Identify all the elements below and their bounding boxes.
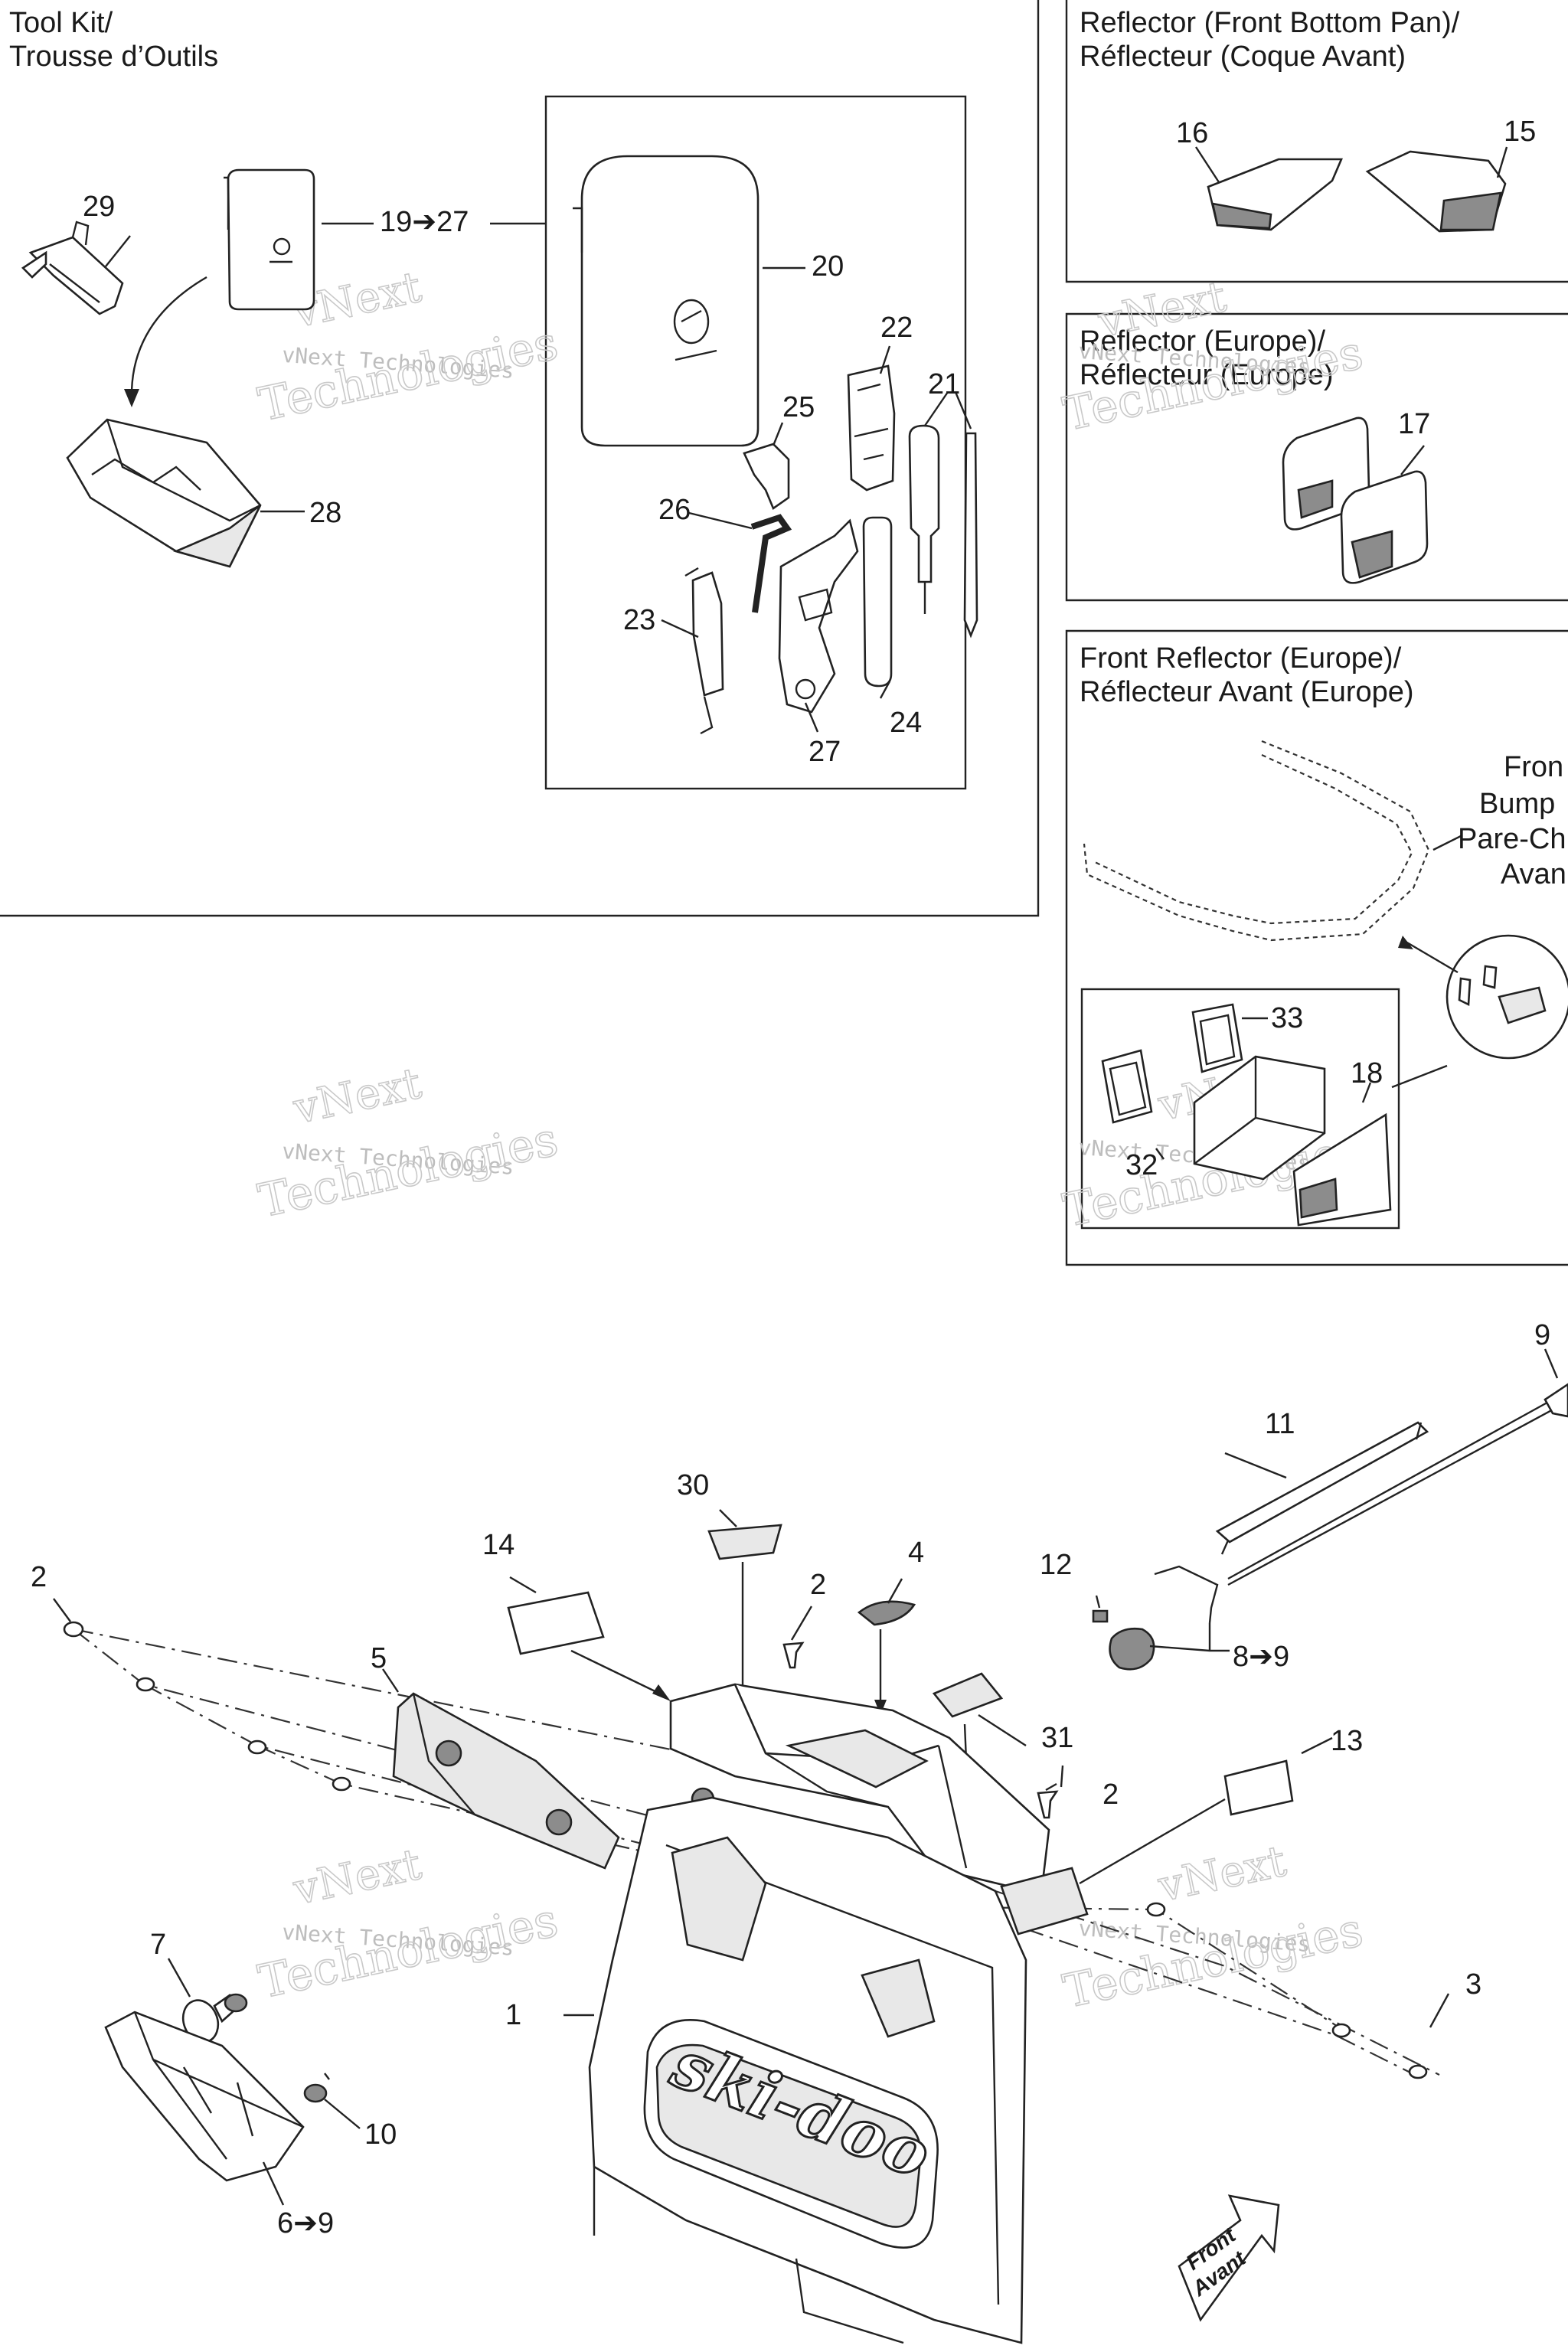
front-reflector-inner-frame <box>1080 988 1400 1230</box>
callout-24: 24 <box>890 707 922 739</box>
callout-23: 23 <box>623 604 655 636</box>
callout-5: 5 <box>371 1642 387 1674</box>
watermark-2: vNext vNext Technologies Technologies <box>1058 271 1368 442</box>
panel-frames <box>0 0 1568 1266</box>
bracket-32 <box>1101 1049 1153 1124</box>
part-12-nut <box>1092 1609 1109 1623</box>
part-29-clip <box>21 220 124 315</box>
tool-kit-parts <box>21 155 978 735</box>
callout-8-9: 8➔9 <box>1233 1641 1289 1673</box>
front-reflector-europe-title: Front Reflector (Europe)/Réflecteur Avan… <box>1080 642 1414 709</box>
callout-25: 25 <box>782 391 815 423</box>
part-19-pouch-small <box>224 168 315 311</box>
part-6-light-housing <box>104 2011 305 2206</box>
front-bumper-label-line3: Pare-Ch <box>1458 823 1566 855</box>
callout-33: 33 <box>1271 1002 1303 1034</box>
part-23-wrench <box>684 567 724 735</box>
part-24-loop <box>862 516 893 688</box>
svg-text:vNext: vNext <box>1154 1836 1291 1912</box>
part-22-socket <box>847 364 896 492</box>
part-28-holder <box>66 418 262 568</box>
callout-16: 16 <box>1176 117 1208 149</box>
svg-text:vNext: vNext <box>289 1840 426 1916</box>
front-reflector-europe-title-line2: Réflecteur Avant (Europe) <box>1080 676 1414 708</box>
main-assembly: ski-doo <box>53 1348 1568 2344</box>
callout-29: 29 <box>83 191 115 223</box>
svg-text:vNext: vNext <box>289 1059 426 1135</box>
callout-21: 21 <box>928 368 960 400</box>
callout-2-left: 2 <box>31 1561 47 1593</box>
part-26-allen-key <box>750 514 792 613</box>
part-14-decal <box>507 1591 605 1655</box>
reflector-front-bottom-pan-title: Reflector (Front Bottom Pan)/Réflecteur … <box>1080 6 1459 74</box>
callout-2-right: 2 <box>1102 1779 1119 1811</box>
callout-4: 4 <box>908 1537 924 1569</box>
tool-kit-title-line1: Tool Kit/ <box>9 7 113 39</box>
callout-32: 32 <box>1125 1149 1158 1181</box>
front-arrow-icon: Front Avant <box>1178 2194 1280 2322</box>
callout-27: 27 <box>808 736 841 768</box>
part-30-decal <box>707 1524 782 1560</box>
part-13-decal <box>1223 1759 1294 1816</box>
housing <box>1193 1055 1326 1181</box>
front-bumper-label-line4: Avan <box>1501 858 1566 890</box>
tool-kit-title: Tool Kit/Trousse d’Outils <box>9 6 218 74</box>
part-27-multi-tool <box>778 518 859 714</box>
callout-18: 18 <box>1351 1057 1383 1089</box>
callout-30: 30 <box>677 1469 709 1501</box>
part-8-socket <box>1109 1623 1230 1671</box>
part-25-clip <box>743 443 790 510</box>
reflector-europe-title: Reflector (Europe)/Réflecteur (Europe) <box>1080 325 1334 392</box>
reflector-europe-title-line2: Réflecteur (Europe) <box>1080 359 1334 391</box>
part-1-front-shield <box>588 1796 1027 2344</box>
front-reflector-europe-parts <box>1083 740 1568 1227</box>
front-bumper-label-line1: Fron <box>1504 751 1563 783</box>
reflector-europe-parts <box>1282 416 1429 584</box>
reflector-fbp-title-line1: Reflector (Front Bottom Pan)/ <box>1080 7 1460 39</box>
part-4-logo-badge <box>857 1600 916 1626</box>
callout-10: 10 <box>364 2118 397 2151</box>
reflector-fbp-parts <box>1194 146 1508 233</box>
reflector-europe-title-line1: Reflector (Europe)/ <box>1080 325 1326 358</box>
tool-kit-title-line2: Trousse d’Outils <box>9 41 219 73</box>
part-9-harness <box>1154 1348 1568 1624</box>
callout-31: 31 <box>1041 1722 1073 1754</box>
part-20-pouch-large <box>573 155 760 447</box>
callout-11: 11 <box>1265 1408 1295 1440</box>
callout-2-top: 2 <box>810 1569 826 1601</box>
part-5-left-bracket <box>382 1668 620 1870</box>
callout-22: 22 <box>880 312 913 344</box>
part-upper-console <box>669 1683 1089 1963</box>
callout-7: 7 <box>150 1929 166 1961</box>
part-11-strip <box>1215 1421 1429 1555</box>
callout-14: 14 <box>482 1529 514 1561</box>
fasteners <box>63 1606 1428 2079</box>
part-10-grommets <box>224 1993 361 2129</box>
callout-26: 26 <box>658 494 691 526</box>
front-reflector-europe-title-line1: Front Reflector (Europe)/ <box>1080 642 1402 675</box>
callout-15: 15 <box>1504 116 1536 148</box>
callout-20: 20 <box>812 250 844 283</box>
callout-13: 13 <box>1331 1725 1363 1757</box>
callout-6-9: 6➔9 <box>277 2207 334 2239</box>
watermark-3: vNext vNext Technologies Technologies <box>253 1058 564 1229</box>
reflector-fbp-title-line2: Réflecteur (Coque Avant) <box>1080 41 1406 73</box>
svg-text:vNext: vNext <box>1093 272 1230 348</box>
callout-1: 1 <box>505 1999 521 2031</box>
part-21-screwdriver <box>908 424 978 639</box>
callout-labels: 29 19➔27 20 22 25 21 26 28 23 24 27 16 1… <box>31 116 1566 2239</box>
part-31-decal <box>932 1672 1004 1718</box>
callout-3: 3 <box>1465 1968 1481 2001</box>
callout-19-27: 19➔27 <box>380 206 469 238</box>
callout-28: 28 <box>309 497 341 529</box>
callout-12: 12 <box>1040 1549 1072 1581</box>
watermark-5: vNext vNext Technologies Technologies <box>253 1839 564 2010</box>
bracket-33 <box>1191 1003 1243 1073</box>
front-bumper-label-line2: Bump <box>1479 788 1555 820</box>
callout-17: 17 <box>1398 408 1430 440</box>
callout-9: 9 <box>1534 1319 1550 1351</box>
